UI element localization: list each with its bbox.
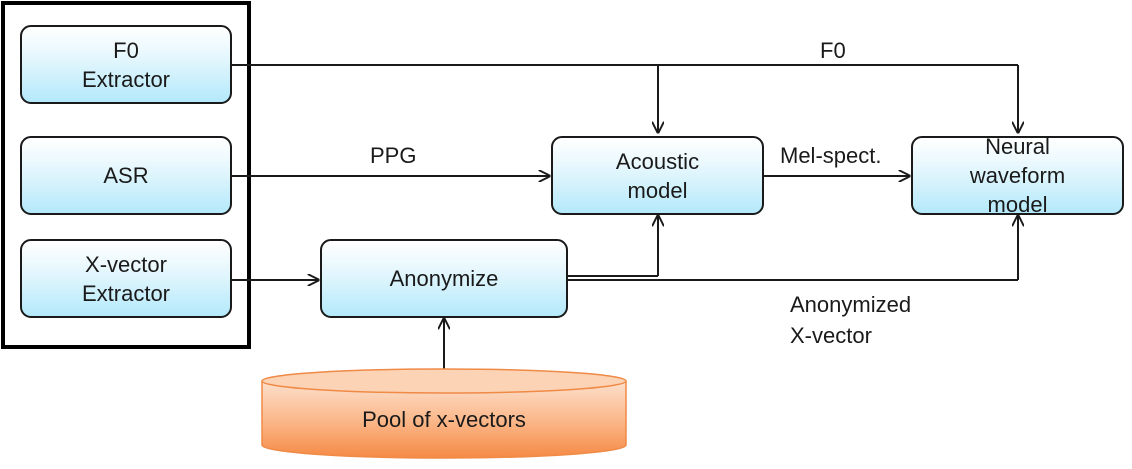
anonymized-xvector-edge-label: Anonymized X-vector [790, 292, 912, 348]
anonymize-box: Anonymize [320, 239, 568, 318]
f0-extractor-box: F0 Extractor [20, 25, 232, 104]
asr-box: ASR [20, 136, 232, 215]
pool-cylinder [261, 368, 627, 459]
neural-waveform-model-box: Neural waveform model [911, 134, 1124, 217]
f0-edge-label: F0 [820, 38, 846, 63]
acoustic-model-box: Acoustic model [551, 136, 764, 215]
mel-spect-edge-label: Mel-spect. [780, 143, 882, 168]
pool-label: Pool of x-vectors [362, 407, 526, 432]
ppg-edge-label: PPG [370, 143, 417, 168]
xvector-extractor-box: X-vector Extractor [20, 239, 232, 318]
